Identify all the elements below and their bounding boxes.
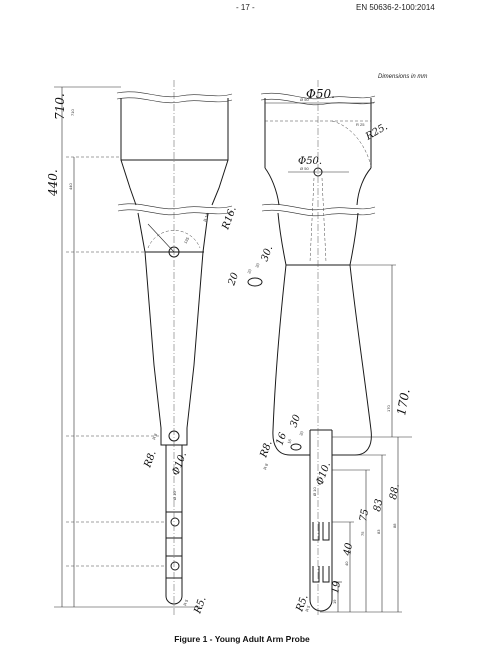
left-finger xyxy=(165,445,183,596)
dim-40-small: 40 xyxy=(344,561,349,566)
units-note: Dimensions in mm xyxy=(378,74,428,80)
right-section-ellipse xyxy=(247,277,263,287)
right-upper-cylinder xyxy=(264,98,372,168)
dim-170-small: 170 xyxy=(386,405,391,412)
left-cone xyxy=(120,159,229,206)
dim-19-label: 19 xyxy=(330,579,343,594)
dim-75-small: 75 xyxy=(360,531,365,536)
phi50-mid-small: Ø 50 xyxy=(300,166,309,171)
dim-16-small: 16 xyxy=(286,438,292,445)
r5-right-small: R 5 xyxy=(304,604,311,612)
dim-30b-small: 30 xyxy=(298,430,304,437)
left-break-line-top-b xyxy=(116,97,233,104)
dim-16-label: 16 xyxy=(274,431,289,447)
right-finger xyxy=(309,455,333,600)
left-finger-hinge-a xyxy=(170,517,180,527)
right-break-line-top-a xyxy=(260,92,376,100)
dim-710-small: 710 xyxy=(70,109,75,116)
dim-83-small: 83 xyxy=(376,529,381,534)
right-finger-slot-b xyxy=(312,566,330,583)
dim-88-label: 88. xyxy=(388,483,402,501)
right-break-line-mid-b xyxy=(261,209,376,217)
r8-right-small: R 8 xyxy=(262,462,269,470)
right-hidden-shaft xyxy=(309,177,327,263)
left-break-line-mid-b xyxy=(117,209,233,216)
left-view xyxy=(54,80,233,615)
right-finger-housing xyxy=(309,429,333,455)
dim-40-label: 40 xyxy=(342,541,355,557)
dim-20-label: 20 xyxy=(226,271,241,288)
standard-code: EN 50636-2-100:2014 xyxy=(356,3,435,12)
phi10-small: Ø 10 xyxy=(172,491,177,500)
r16-small: R 16 xyxy=(202,212,210,222)
r8-label: R8. xyxy=(142,449,159,470)
right-wrist-waist xyxy=(277,212,359,266)
phi50-top-small: Ø 50 xyxy=(300,97,309,102)
r16-label: R16. xyxy=(220,205,239,232)
left-break-line-mid-a xyxy=(117,203,233,210)
right-break-line-mid-a xyxy=(261,203,376,211)
phi10-right-small: Ø 10 xyxy=(312,487,317,496)
phi50-top-label: Φ50. xyxy=(306,87,335,101)
right-fingertip xyxy=(309,599,333,612)
dim-440-label: 440. xyxy=(46,169,60,197)
left-finger-hinge-b xyxy=(170,561,180,571)
left-fingertip xyxy=(165,595,183,605)
r5-small: R 5 xyxy=(182,598,189,606)
left-upper-cylinder xyxy=(120,98,229,161)
dim-170-label: 170. xyxy=(394,388,412,417)
dim-135-small: 135 xyxy=(183,236,191,245)
r25-small: R 25 xyxy=(356,122,365,127)
dim-440-small: 440 xyxy=(68,183,73,190)
dim-19-small: 19 xyxy=(332,599,337,604)
dim-75-label: 75 xyxy=(358,508,371,522)
dim-30-small: 30 xyxy=(254,262,260,269)
dim-88-small: 88 xyxy=(392,523,397,528)
page-number: - 17 - xyxy=(236,3,255,12)
leader-r16 xyxy=(147,223,175,253)
phi10-right-label: Φ10. xyxy=(314,461,333,487)
right-r25-arc xyxy=(331,120,372,167)
dim-30-label: 30. xyxy=(259,244,275,263)
r8-right-label: R8. xyxy=(258,439,275,460)
phi50-mid-label: Φ50. xyxy=(298,156,322,167)
left-break-line-top-a xyxy=(116,91,233,98)
phi10-label: Φ10. xyxy=(170,451,189,477)
dim-83-label: 83 xyxy=(372,498,385,512)
r25-label: R25. xyxy=(363,121,390,143)
r5-label: R5. xyxy=(192,595,209,616)
right-r8-ellipse xyxy=(290,443,302,451)
r8-small: R 8 xyxy=(151,432,158,440)
left-forearm xyxy=(137,212,209,429)
right-view xyxy=(247,80,412,615)
figure-caption: Figure 1 - Young Adult Arm Probe xyxy=(174,634,310,644)
right-break-line-top-b xyxy=(260,98,376,106)
right-finger-slot-a xyxy=(312,522,330,541)
dim-30b-label: 30 xyxy=(288,413,303,429)
right-cone xyxy=(264,167,372,206)
right-forearm xyxy=(272,264,372,456)
dim-20-small: 20 xyxy=(246,268,252,275)
dim-710-label: 710. xyxy=(53,93,67,120)
